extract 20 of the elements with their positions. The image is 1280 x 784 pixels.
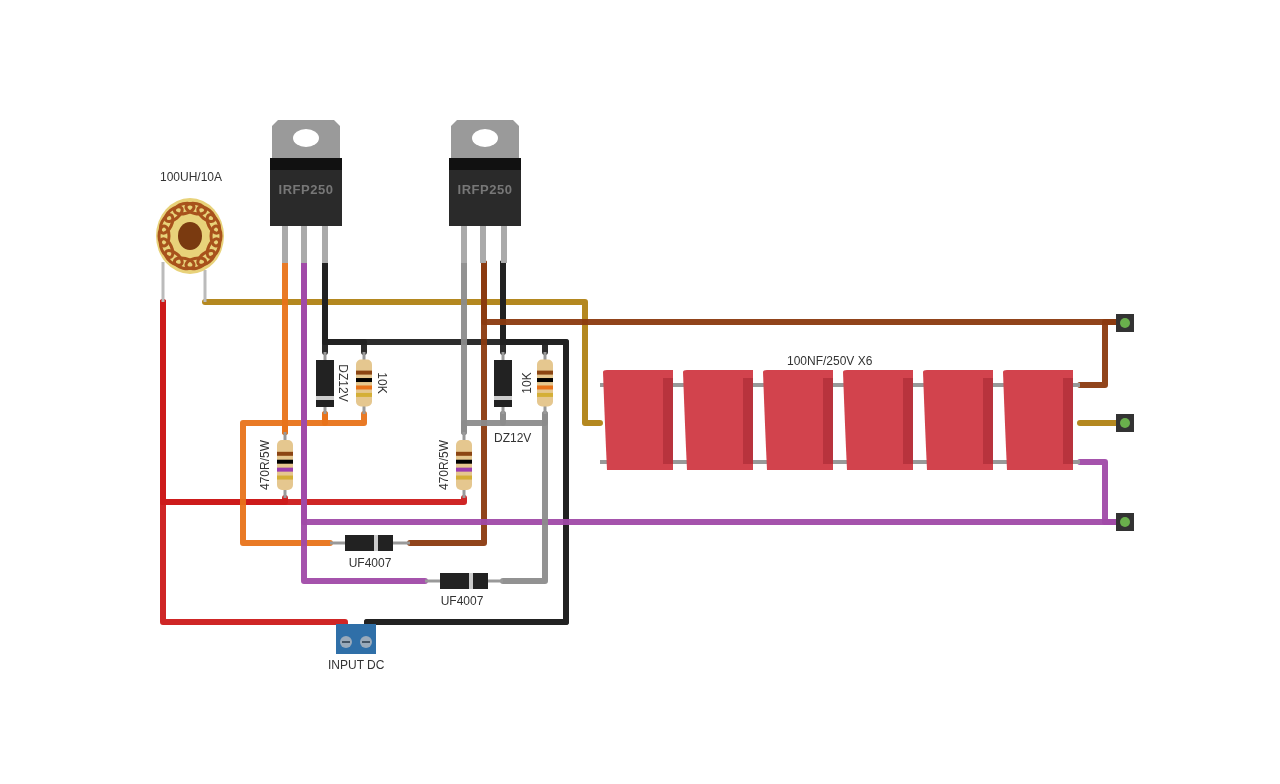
part-number: IRFP250 (277, 183, 335, 197)
component-label: DZ12V (494, 431, 532, 445)
wire (160, 299, 467, 505)
component-label: INPUT DC (328, 658, 384, 672)
component-label: UF4007 (347, 556, 393, 570)
component-label: 470R/5W (258, 440, 272, 490)
component-label: 10K (375, 372, 389, 394)
component-label: 100NF/250V X6 (787, 354, 873, 368)
component-label: 470R/5W (437, 440, 451, 490)
component-label: DZ12V (336, 364, 350, 402)
wire (202, 299, 603, 426)
wire (322, 260, 367, 355)
wire (500, 260, 548, 355)
component-label: UF4007 (439, 594, 485, 608)
component-label: 10K (520, 372, 534, 394)
wire (240, 420, 333, 546)
part-number: IRFP250 (456, 183, 514, 197)
wire (500, 411, 548, 584)
wire (322, 411, 367, 426)
component-label: 100UH/10A (160, 170, 223, 184)
